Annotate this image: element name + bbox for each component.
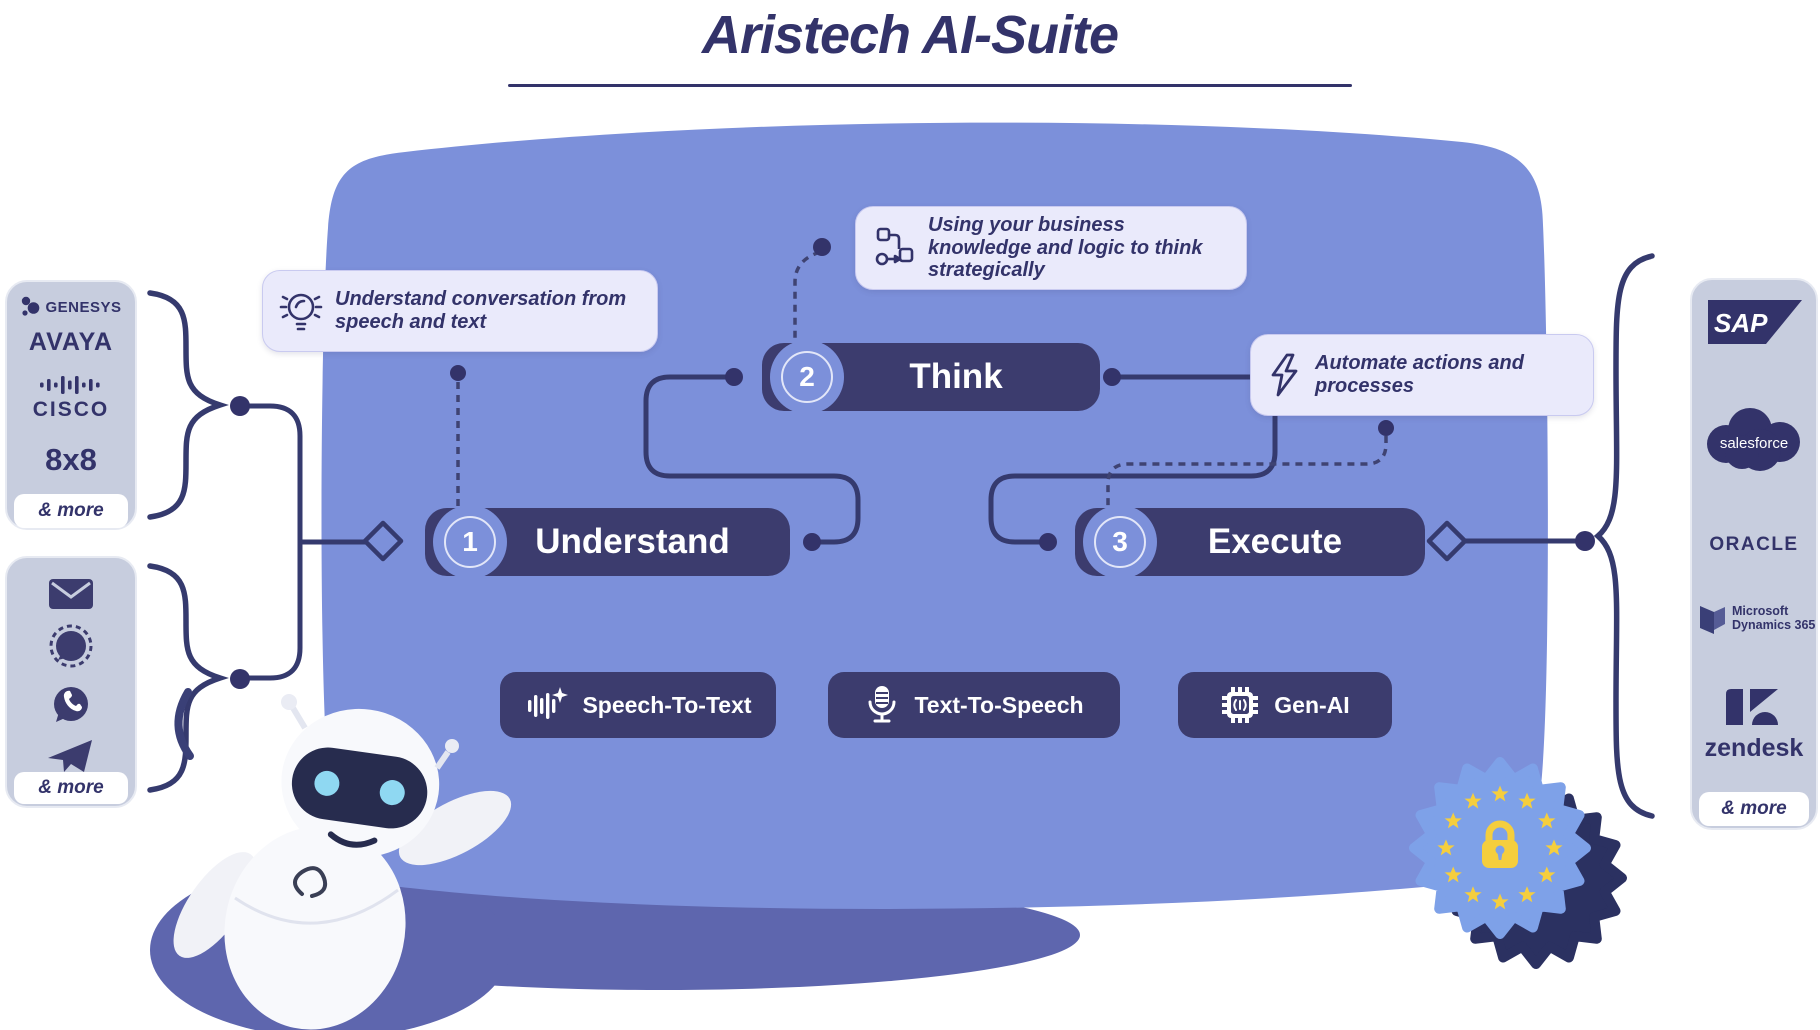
step-understand-pill: 1 Understand bbox=[425, 505, 790, 579]
zendesk-label: zendesk bbox=[1704, 734, 1804, 762]
dynamics-icon bbox=[1700, 606, 1725, 634]
robot-antenna-right bbox=[434, 750, 451, 770]
waveform-sparkle-icon bbox=[528, 687, 569, 719]
whatsapp-icon bbox=[54, 687, 88, 722]
robot-body-seam bbox=[234, 888, 399, 925]
callout-execute-text: Automate actions and processes bbox=[1315, 352, 1524, 397]
diamond-left bbox=[362, 520, 404, 562]
salesforce-logo: salesforce bbox=[1707, 408, 1800, 471]
microsoft-dynamics-logo: Microsoft Dynamics 365 bbox=[1698, 602, 1816, 636]
avaya-logo: AVAYA bbox=[28, 328, 114, 356]
robot-eye-right bbox=[379, 780, 405, 806]
page-title: Aristech AI-Suite bbox=[701, 5, 1119, 65]
robot-visor bbox=[291, 747, 428, 829]
callout-execute: Automate actions and processes bbox=[1250, 334, 1594, 416]
zendesk-icon bbox=[1726, 689, 1778, 725]
diamond-right bbox=[1426, 520, 1468, 562]
microphone-icon bbox=[868, 686, 896, 723]
genesys-icon bbox=[22, 296, 40, 316]
text-to-speech-pill: Text-To-Speech bbox=[828, 672, 1120, 738]
robot-left-arm bbox=[173, 852, 257, 958]
dashed-execute bbox=[1106, 436, 1388, 512]
oracle-logo: ORACLE bbox=[1709, 534, 1799, 555]
step-3-circle: 3 bbox=[1083, 505, 1157, 579]
step-1-label: Understand bbox=[535, 522, 730, 561]
svg-text:SAP: SAP bbox=[1714, 308, 1768, 338]
cisco-icon bbox=[40, 376, 100, 394]
dashed-connectors bbox=[456, 250, 1388, 512]
eu-privacy-badge bbox=[1414, 762, 1622, 964]
robot-chest-logo bbox=[293, 866, 328, 898]
workflow-icon bbox=[875, 227, 914, 266]
brace-integrations bbox=[147, 290, 229, 520]
callout-understand-text: Understand conversation from speech and … bbox=[335, 288, 627, 333]
robot-mascot bbox=[173, 688, 512, 1030]
step-2-number: 2 bbox=[781, 351, 833, 403]
chip-icon bbox=[1222, 687, 1259, 723]
step-think-pill: 2 Think bbox=[762, 340, 1100, 414]
robot-eye-left bbox=[314, 770, 340, 796]
step-1-circle: 1 bbox=[433, 505, 507, 579]
flow-diamonds bbox=[362, 520, 1468, 562]
email-icon bbox=[49, 579, 93, 609]
lightbulb-icon bbox=[279, 293, 323, 331]
step-2-label: Think bbox=[909, 357, 1003, 396]
gen-ai-label: Gen-AI bbox=[1274, 691, 1350, 718]
signal-icon bbox=[49, 624, 93, 668]
8x8-logo: 8x8 bbox=[45, 442, 97, 477]
callout-think-text: Using your business knowledge and logic … bbox=[928, 213, 1203, 282]
genesys-logo: GENESYS bbox=[5, 296, 137, 318]
title-underline bbox=[508, 84, 1352, 87]
step-2-circle: 2 bbox=[770, 340, 844, 414]
microsoft-label: Microsoft bbox=[1732, 604, 1789, 619]
dashed-think bbox=[793, 250, 821, 348]
step-execute-pill: 3 Execute bbox=[1075, 505, 1425, 579]
crm-panel bbox=[1690, 278, 1818, 830]
channels-more-button: & more bbox=[14, 772, 128, 804]
step-3-label: Execute bbox=[1207, 522, 1343, 561]
callout-understand: Understand conversation from speech and … bbox=[262, 270, 658, 352]
speech-to-text-label: Speech-To-Text bbox=[582, 691, 752, 718]
brace-crm bbox=[1593, 253, 1655, 819]
robot-right-arm bbox=[398, 790, 512, 866]
integrations-more-button: & more bbox=[14, 494, 128, 528]
connector-dots bbox=[230, 238, 1595, 689]
padlock-icon bbox=[1482, 820, 1518, 868]
step-3-number: 3 bbox=[1094, 516, 1146, 568]
robot-smile bbox=[327, 831, 378, 848]
left-junction-line bbox=[237, 403, 303, 681]
text-to-speech-label: Text-To-Speech bbox=[914, 691, 1084, 718]
callout-think: Using your business knowledge and logic … bbox=[855, 206, 1247, 290]
dynamics-label: Dynamics 365 bbox=[1732, 618, 1816, 632]
cisco-label: CISCO bbox=[32, 398, 110, 421]
robot-antenna-left bbox=[290, 706, 308, 730]
speech-to-text-pill: Speech-To-Text bbox=[500, 672, 776, 738]
sap-logo: SAP bbox=[1708, 300, 1802, 344]
brace-channels bbox=[147, 563, 229, 793]
understand-to-think-line bbox=[643, 374, 861, 545]
lightning-icon bbox=[1271, 353, 1298, 397]
gen-ai-pill: Gen-AI bbox=[1178, 672, 1392, 738]
robot-body bbox=[224, 826, 406, 1030]
robot-shadow-curl bbox=[174, 688, 194, 760]
step-1-number: 1 bbox=[444, 516, 496, 568]
genesys-label: GENESYS bbox=[45, 298, 122, 316]
left-braces bbox=[147, 290, 229, 793]
integrations-panel bbox=[5, 280, 137, 530]
svg-text:salesforce: salesforce bbox=[1720, 435, 1788, 452]
telegram-icon bbox=[48, 740, 92, 772]
crm-more-button: & more bbox=[1699, 792, 1809, 826]
